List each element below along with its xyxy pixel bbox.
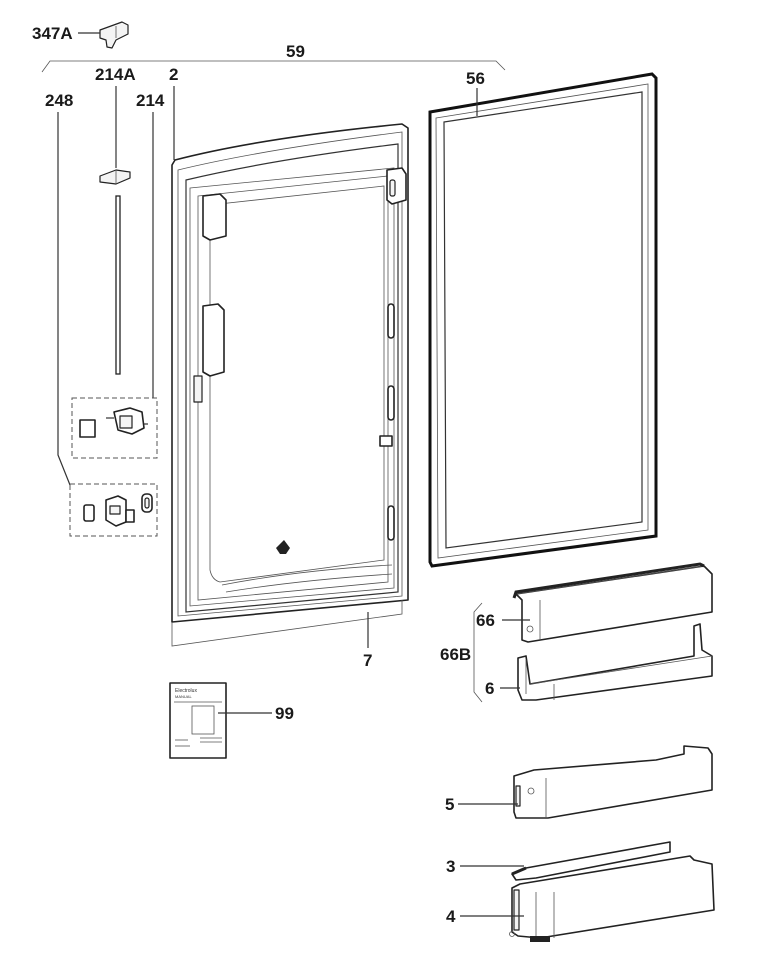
part-2-door-panel (171, 123, 409, 623)
label-248: 248 (45, 91, 73, 110)
label-7: 7 (363, 651, 372, 670)
label-59: 59 (286, 42, 305, 61)
label-56: 56 (466, 69, 485, 88)
label-2: 2 (169, 65, 178, 84)
part-214-kit (71, 397, 158, 459)
part-347A-hinge-cover (99, 21, 129, 49)
bracket-7 (171, 600, 403, 647)
label-4: 4 (446, 907, 456, 926)
part-6-dairy-shelf (517, 623, 713, 701)
part-66-dairy-lid (512, 562, 713, 643)
label-214: 214 (136, 91, 165, 110)
label-3-text: 3 (446, 857, 455, 876)
part-214A-bushing (99, 169, 131, 375)
manual-title: MANUAL (175, 694, 192, 699)
part-99-user-manual: Electrolux MANUAL (169, 682, 227, 759)
label-6: 6 (485, 679, 494, 698)
manual-brand: Electrolux (175, 688, 197, 694)
label-5: 5 (445, 795, 454, 814)
part-3-bottle-retainer (511, 841, 671, 881)
part-4-bottle-shelf (509, 855, 715, 942)
part-5-door-shelf (513, 745, 713, 819)
bracket-59 (41, 60, 506, 73)
bracket-66B (473, 602, 483, 703)
leader-248 (57, 112, 71, 486)
part-56-door-gasket (428, 72, 658, 568)
label-66B: 66B (440, 645, 471, 664)
part-248-kit (69, 483, 158, 537)
label-214A: 214A (95, 65, 136, 84)
label-99: 99 (275, 704, 294, 723)
label-347A: 347A (32, 24, 73, 43)
label-66: 66 (476, 611, 495, 630)
